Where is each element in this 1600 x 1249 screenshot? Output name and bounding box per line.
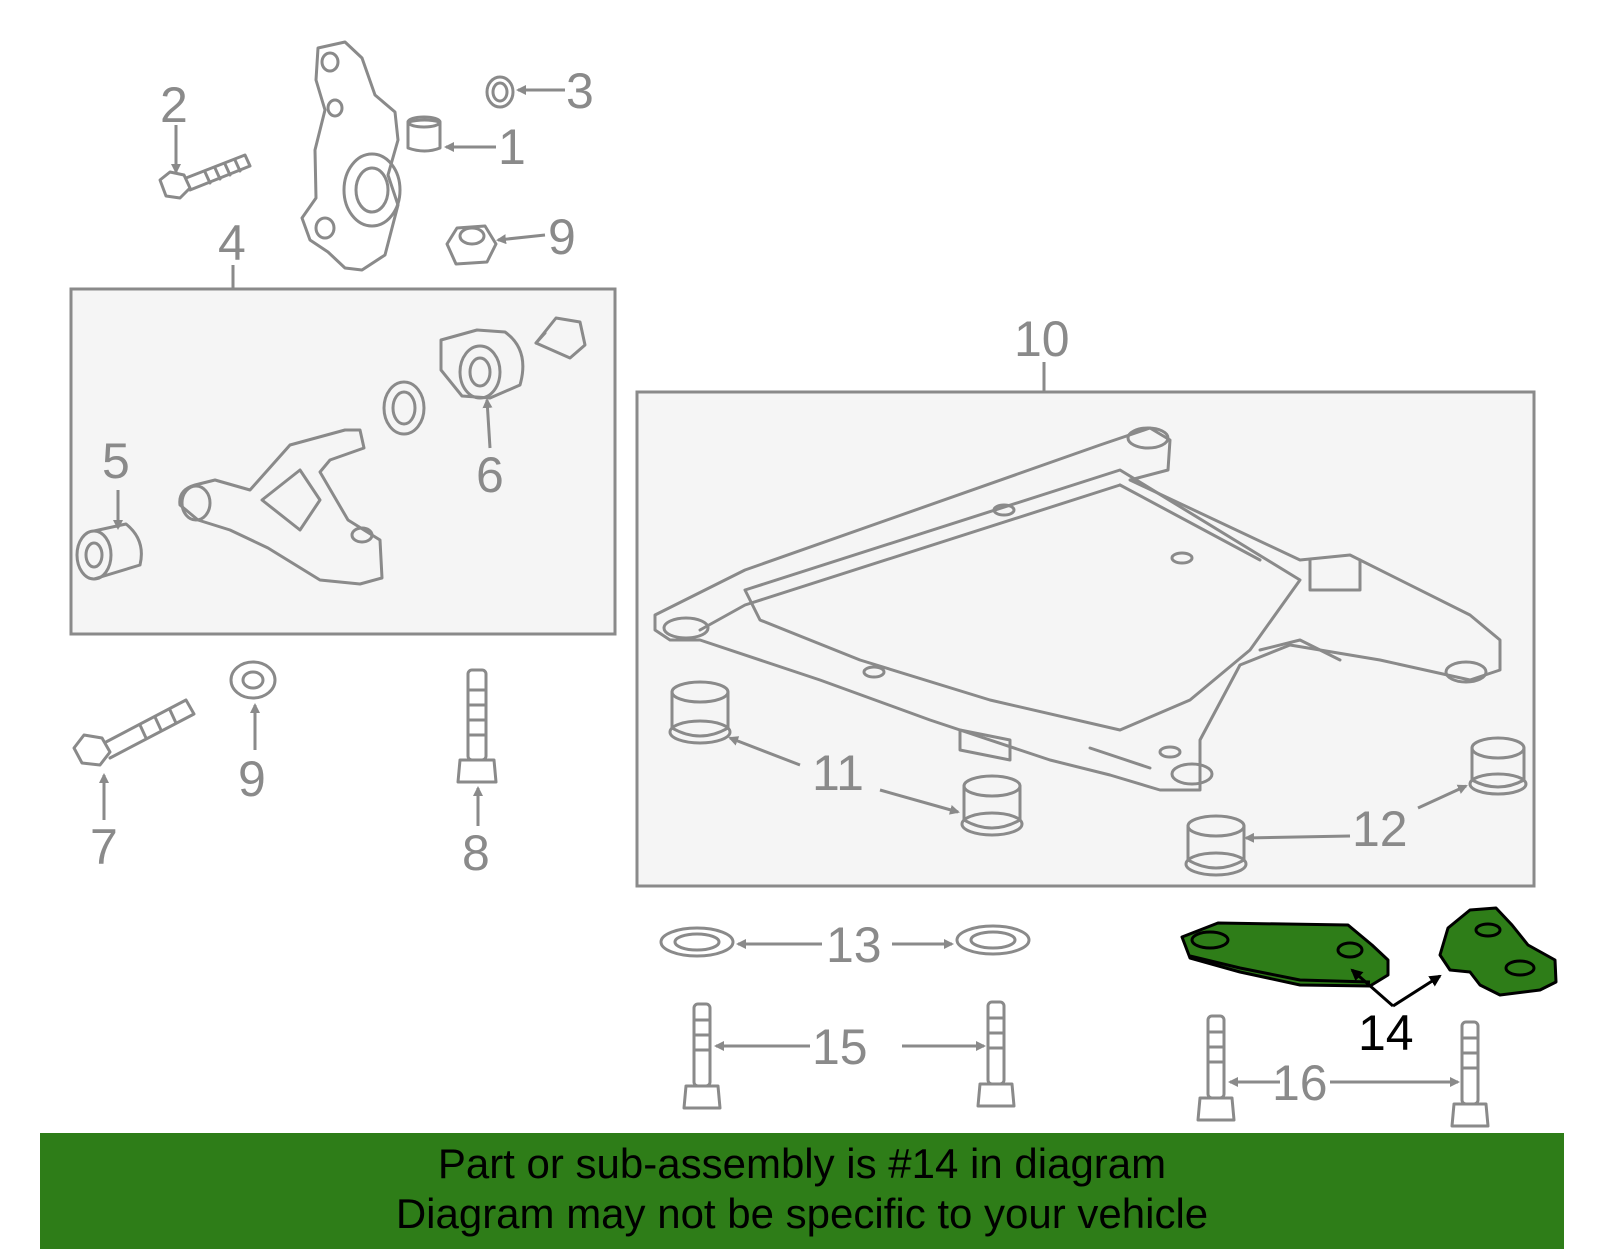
callout-11: 11 [812, 745, 864, 801]
bushing-part-6 [439, 316, 587, 400]
banner-line-part-number: Part or sub-assembly is #14 in diagram [437, 1140, 1167, 1187]
bushing-part-11-a [668, 680, 732, 745]
bushing-part-11-b [960, 774, 1024, 837]
arrow-12-a [1244, 832, 1351, 843]
brace-part-14-highlighted [1180, 906, 1558, 997]
info-banner: Part or sub-assembly is #14 in diagram D… [40, 1133, 1564, 1249]
callout-13: 13 [826, 917, 882, 973]
callout-9-lower: 9 [238, 751, 266, 807]
lower-control-arm-part [178, 428, 384, 586]
callout-6: 6 [476, 447, 504, 503]
banner-line-disclaimer: Diagram may not be specific to your vehi… [395, 1190, 1209, 1237]
arrow-11-a [728, 736, 801, 767]
brace-part-14-right [1438, 906, 1558, 997]
callout-10: 10 [1014, 311, 1070, 367]
control-arm-group-box [69, 287, 617, 636]
callout-5: 5 [102, 433, 130, 489]
bushing-part-12-b [1184, 814, 1248, 877]
callout-3: 3 [566, 63, 594, 119]
arrow-11-b [879, 788, 960, 815]
arrow-14-left [1350, 968, 1394, 1008]
washer-part-6-side [382, 380, 426, 436]
arrow-12-b [1417, 784, 1468, 810]
bolt-part-7 [72, 698, 196, 767]
callout-4: 4 [218, 215, 246, 271]
bushing-part-5 [75, 522, 143, 581]
steering-knuckle-part [300, 40, 442, 272]
washer-part-13-b [955, 924, 1031, 956]
bolt-part-16-b [1450, 1020, 1490, 1128]
bolt-part-16-a [1196, 1014, 1236, 1122]
nut-part-9-top [445, 224, 498, 266]
callout-16: 16 [1272, 1055, 1328, 1111]
callout-9-top: 9 [548, 209, 576, 265]
bolt-part-15-b [976, 1000, 1016, 1108]
bolt-part-15-a [682, 1002, 722, 1110]
brace-part-14-left [1180, 921, 1390, 988]
callout-15: 15 [812, 1019, 868, 1075]
arrow-9-top [496, 233, 546, 245]
arrow-14-right [1392, 974, 1442, 1008]
callout-2: 2 [160, 77, 188, 133]
callout-7: 7 [90, 819, 118, 875]
subframe-part [653, 426, 1502, 792]
plug-part-3 [485, 75, 515, 109]
callout-14: 14 [1358, 1005, 1414, 1061]
washer-part-13-a [659, 926, 735, 958]
arrow-6 [482, 398, 493, 449]
nut-part-9-lower [229, 660, 277, 700]
callout-8: 8 [462, 825, 490, 881]
frame-group-box [635, 390, 1536, 888]
callout-12: 12 [1352, 801, 1408, 857]
bolt-part-8 [456, 668, 498, 784]
bolt-part-2 [158, 153, 252, 200]
bushing-part-12-a [1468, 736, 1528, 796]
callout-1: 1 [498, 119, 526, 175]
